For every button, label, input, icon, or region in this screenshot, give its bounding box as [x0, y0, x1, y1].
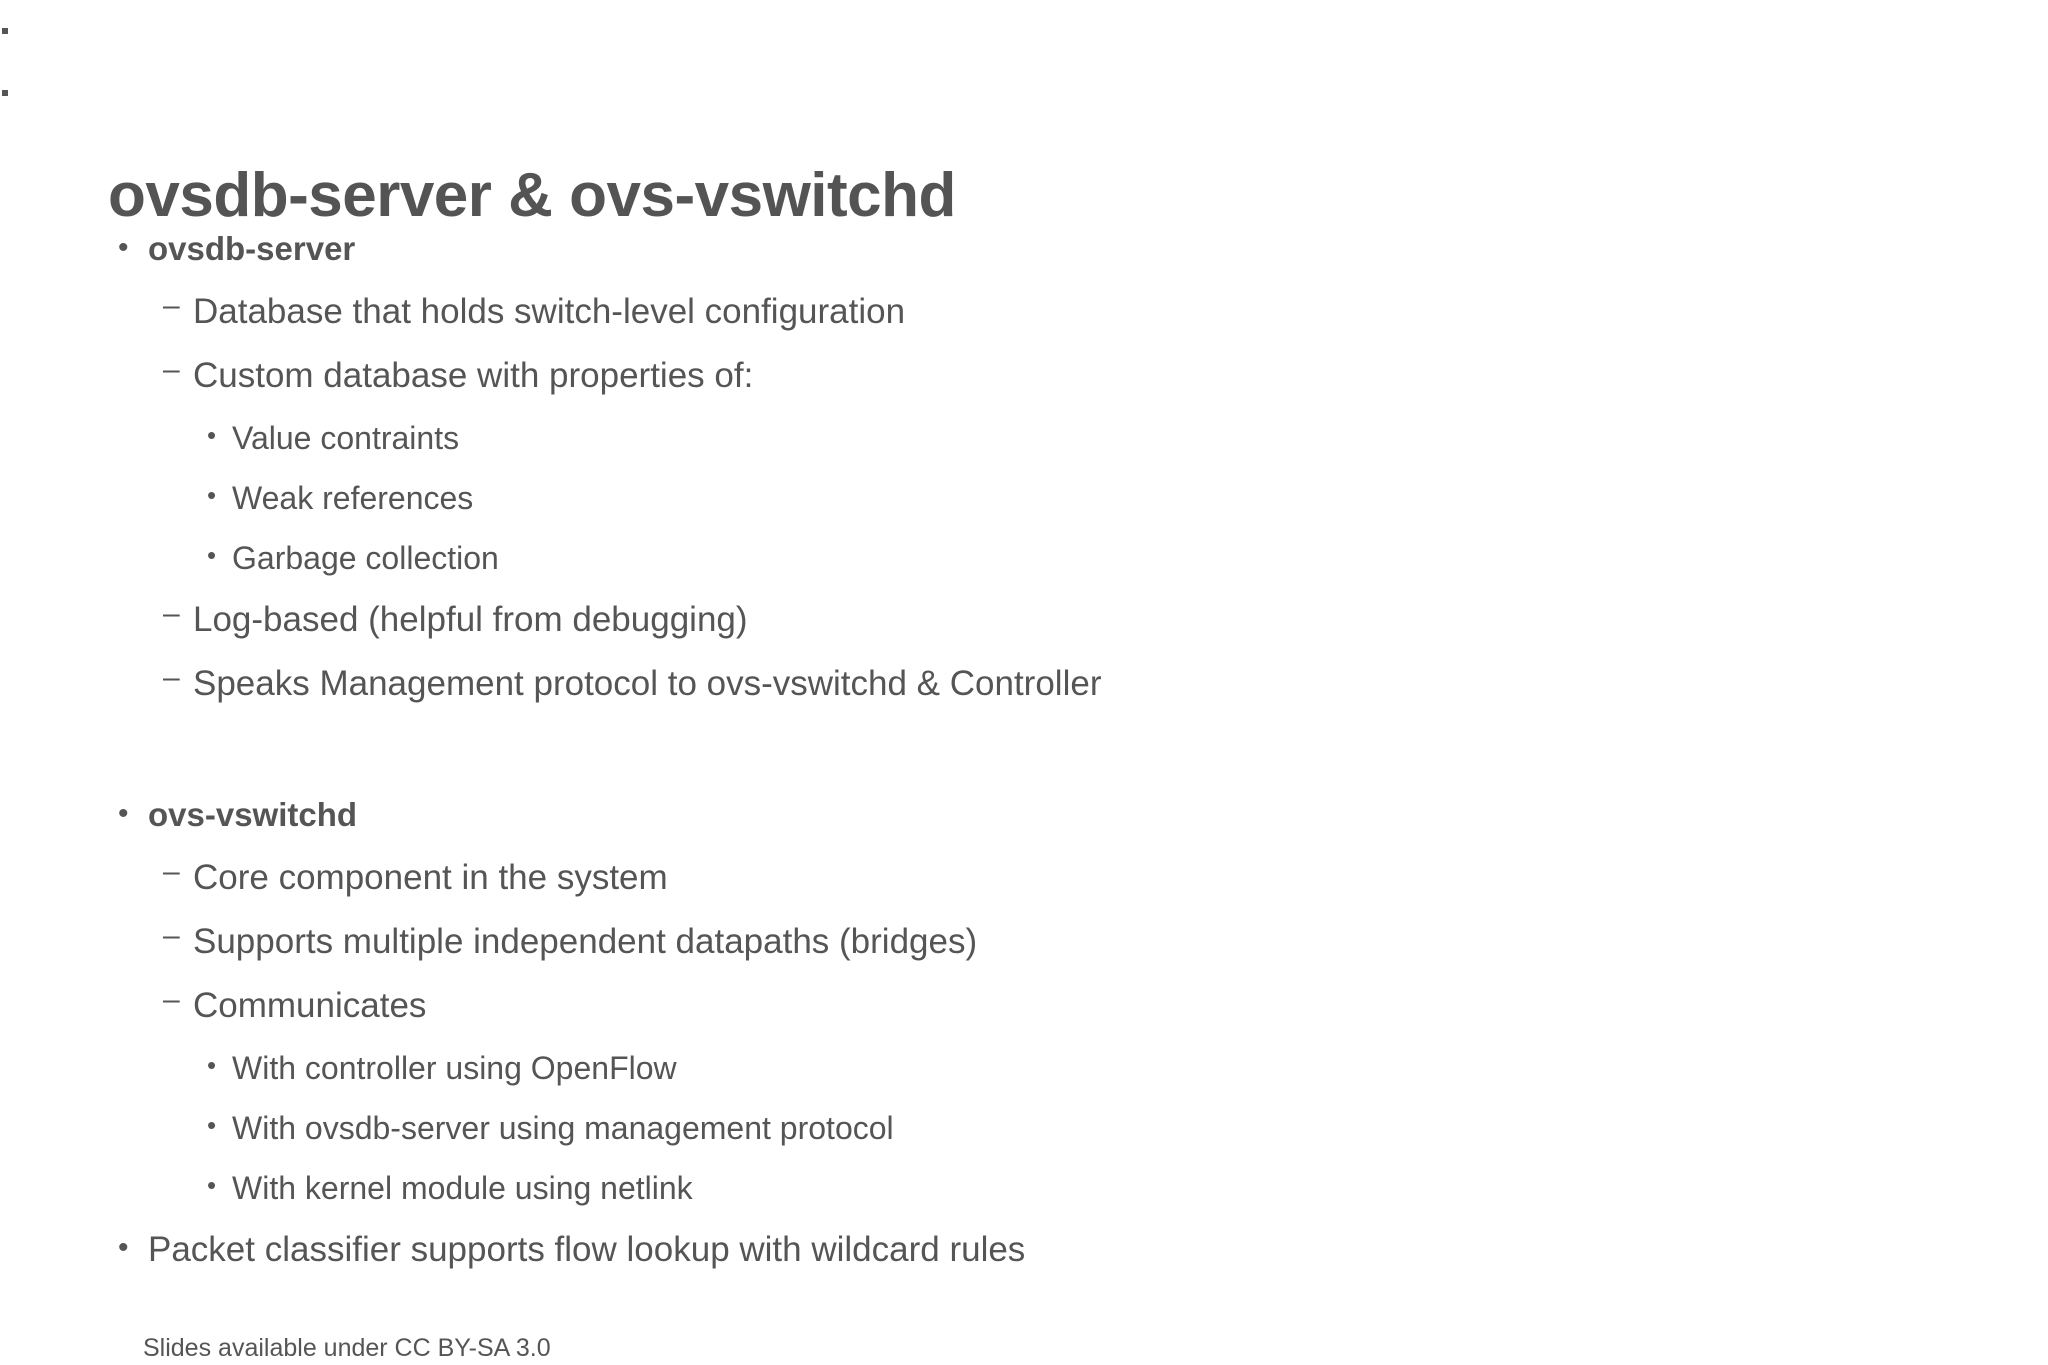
bullet-marker-icon: –: [163, 919, 180, 952]
list-item: • Garbage collection: [0, 542, 1600, 602]
bullet-marker-icon: •: [118, 231, 129, 264]
list-item-label: ovs-vswitchd: [148, 796, 358, 833]
list-item: –Supports multiple independent datapaths…: [0, 919, 1600, 988]
list-item: • Weak references: [0, 482, 1600, 542]
bullet-marker-icon: •: [118, 1231, 129, 1264]
bullet-marker-icon: –: [163, 983, 180, 1016]
list-item-label: Database that holds switch-level configu…: [193, 292, 906, 331]
edge-artifact-dot-top: [2, 28, 8, 34]
list-item-label: Value contraints: [232, 420, 460, 456]
list-item: • Packet classifier supports flow lookup …: [0, 1232, 1600, 1294]
list-item: –Speaks Management protocol to ovs-vswit…: [0, 661, 1600, 730]
list-item-label: Garbage collection: [232, 540, 499, 576]
list-item: –Communicates: [0, 983, 1600, 1052]
bullet-marker-icon: •: [207, 1170, 217, 1200]
bullet-marker-icon: •: [207, 540, 217, 570]
bullet-marker-icon: •: [207, 1110, 217, 1140]
list-item-label: With kernel module using netlink: [232, 1170, 693, 1206]
list-item-label: With ovsdb-server using management proto…: [232, 1110, 894, 1146]
edge-artifact-dot-bottom: [2, 90, 8, 96]
bullet-marker-icon: –: [163, 289, 180, 322]
bullet-marker-icon: –: [163, 597, 180, 630]
bullet-marker-icon: •: [118, 797, 129, 830]
list-item: –Custom database with properties of:: [0, 353, 1600, 422]
list-item: –Core component in the system: [0, 855, 1600, 924]
page-title: ovsdb-server & ovs-vswitchd: [108, 160, 956, 230]
list-item-label: Supports multiple independent datapaths …: [193, 922, 978, 961]
list-item-label: Speaks Management protocol to ovs-vswitc…: [193, 664, 1102, 703]
list-item-label: Core component in the system: [193, 858, 668, 897]
bullet-marker-icon: –: [163, 353, 180, 386]
list-item: • ovs-vswitchd: [0, 798, 1600, 860]
bullet-marker-icon: –: [163, 661, 180, 694]
list-item-label: Custom database with properties of:: [193, 356, 754, 395]
list-spacer: [0, 730, 1600, 798]
bullet-marker-icon: •: [207, 480, 217, 510]
list-item: • With kernel module using netlink: [0, 1172, 1600, 1232]
list-item-label: Weak references: [232, 480, 474, 516]
list-item: • ovsdb-server: [0, 232, 1600, 294]
list-item: • Value contraints: [0, 422, 1600, 482]
list-item-label: With controller using OpenFlow: [232, 1050, 677, 1086]
list-item-label: Packet classifier supports flow lookup w…: [148, 1230, 1026, 1269]
list-item: –Log-based (helpful from debugging): [0, 597, 1600, 666]
bullet-marker-icon: •: [207, 1050, 217, 1080]
list-item: • With ovsdb-server using management prot…: [0, 1112, 1600, 1172]
bullet-marker-icon: –: [163, 855, 180, 888]
list-item: –Database that holds switch-level config…: [0, 289, 1600, 358]
bullet-marker-icon: •: [207, 420, 217, 450]
list-item-label: ovsdb-server: [148, 230, 356, 267]
list-item: • With controller using OpenFlow: [0, 1052, 1600, 1112]
slide-bullet-list: •ovsdb-server–Database that holds switch…: [0, 232, 1600, 1294]
license-footer-note: Slides available under CC BY-SA 3.0: [143, 1334, 551, 1362]
list-item-label: Log-based (helpful from debugging): [193, 600, 748, 639]
list-item-label: Communicates: [193, 986, 427, 1025]
